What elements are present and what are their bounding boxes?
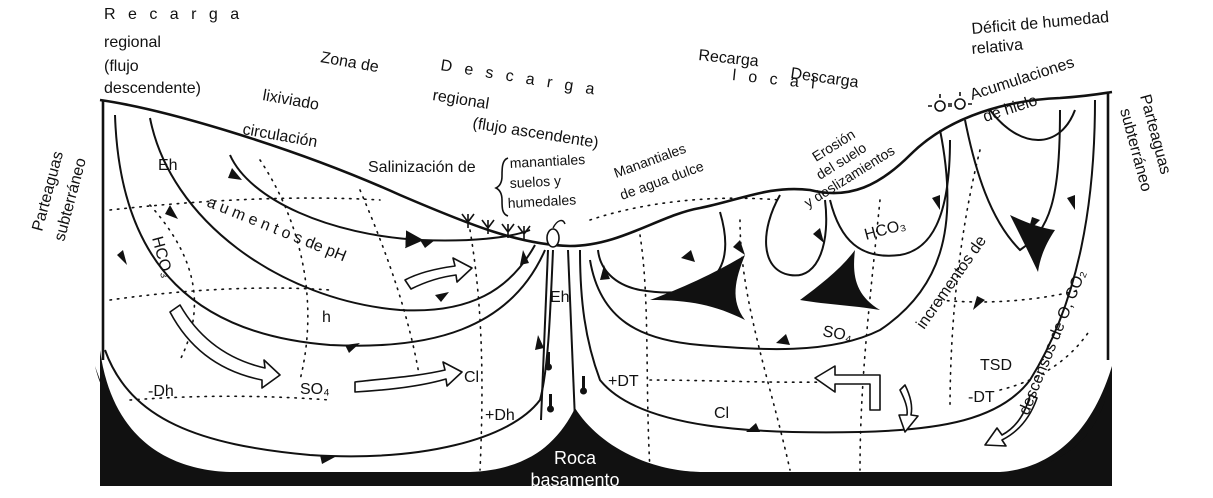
hco3-right-label: HCO₃ — [863, 217, 908, 244]
minus-dh-label: -Dh — [148, 383, 174, 400]
stagnation-zone-1 — [650, 255, 745, 320]
recarga-regional-label-2: regional — [104, 34, 161, 51]
humedales-label: humedales — [507, 191, 576, 211]
flujo-descendente-label-2: descendente) — [104, 80, 201, 97]
thermometer-icon — [545, 352, 587, 413]
eh-center-label: Eh — [550, 289, 570, 306]
salinizacion-label: Salinización de — [368, 159, 476, 176]
descarga-regional-label-2: regional — [431, 87, 490, 113]
recarga-local-label: Recarga — [698, 47, 760, 70]
spring-symbol — [547, 229, 559, 247]
cl-bottom-label: Cl — [714, 405, 729, 422]
eh-left-label: Eh — [158, 157, 178, 174]
plus-dh-label: +Dh — [485, 407, 515, 424]
roca-label: Roca — [554, 448, 597, 468]
brace — [496, 158, 508, 216]
hollow-arrow-1 — [170, 305, 280, 388]
flujo-ascendente-label: (flujo ascendente) — [471, 115, 599, 152]
basamento-label: basamento — [530, 470, 619, 490]
cl-center-label: Cl — [464, 369, 479, 386]
plus-dt-label: +DT — [608, 373, 639, 390]
flujo-descendente-label: (flujo — [104, 58, 139, 75]
deficit-label: Déficit de humedad — [971, 9, 1110, 38]
central-up-right — [568, 250, 575, 420]
suelos-y-label: suelos y — [509, 172, 561, 191]
ice-symbols — [928, 92, 972, 111]
descensos-label: descensos de O, CO₂ — [1016, 268, 1090, 418]
so4-right-label: SO₄ — [821, 323, 853, 345]
stagnation-zone-2 — [800, 250, 880, 310]
vegetation-symbols — [462, 214, 530, 240]
manantiales-label: manantiales — [509, 151, 585, 171]
hollow-arrow-4 — [815, 366, 880, 410]
lixiviado-label: lixiviado — [261, 87, 320, 114]
hco3-left-label: HCO₃ — [148, 235, 175, 280]
aumentos-ph-label: a u m e n t o s de pH — [205, 194, 349, 265]
spring-outflow-icon — [553, 221, 565, 228]
central-up-left — [541, 250, 548, 420]
so4-center-label: SO₄ — [300, 381, 330, 398]
incrementos-label: incrementos de — [913, 233, 990, 332]
hollow-arrow-2 — [355, 362, 462, 392]
hollow-arrow-5 — [899, 385, 918, 432]
h-label: h — [322, 309, 331, 326]
relativa-label: relativa — [971, 37, 1024, 58]
hollow-arrow-3 — [405, 258, 472, 289]
recarga-regional-label: R e c a r g a — [104, 6, 243, 23]
zona-de-label: Zona de — [319, 49, 380, 76]
tsd-label: TSD — [980, 357, 1012, 374]
minus-dt-label: -DT — [968, 389, 995, 406]
iso-lines — [110, 150, 1090, 470]
